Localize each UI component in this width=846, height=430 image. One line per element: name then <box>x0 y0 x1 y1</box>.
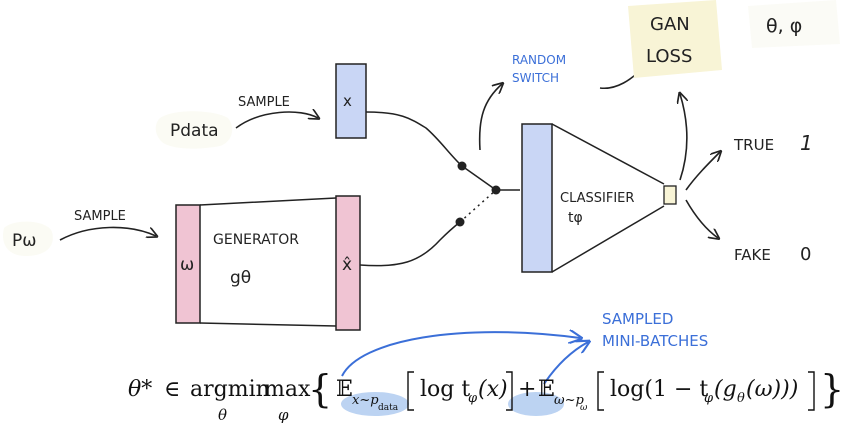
sampled-arrow-data <box>341 332 580 377</box>
sample-top-label: SAMPLE <box>238 95 290 110</box>
fake-label: FAKE <box>734 246 771 264</box>
gan-loss-label-2: LOSS <box>646 46 692 67</box>
params-note <box>748 0 840 48</box>
formula-sub2-omega: ω <box>580 403 588 413</box>
p-data-label: Pdata <box>170 121 219 141</box>
highlight-pomega <box>508 392 564 416</box>
formula-term1-sub: φ <box>468 391 478 406</box>
formula-max: max <box>264 377 311 402</box>
true-value: 1 <box>800 131 813 155</box>
params-label: θ, φ <box>766 15 802 37</box>
switch-arm <box>461 165 497 191</box>
formula-sub1: x~p <box>352 393 379 408</box>
generator-body <box>199 197 337 327</box>
true-label: TRUE <box>733 136 774 154</box>
sample-arrow-top <box>235 112 318 129</box>
p-omega-label: Pω <box>12 231 37 251</box>
random-switch-arrow <box>478 84 502 151</box>
sampled-label-2: MINI-BATCHES <box>602 332 708 350</box>
formula-e1: 𝔼 <box>336 377 353 402</box>
formula-bracket-2-close <box>808 371 815 411</box>
sampled-arrow-omega <box>543 342 588 385</box>
objective-formula: θ* ∈ argmin θ max φ { 𝔼 x~p data log t φ… <box>128 367 844 424</box>
classifier-box <box>521 123 553 273</box>
x-sample-box <box>335 63 367 139</box>
formula-in: ∈ <box>164 377 180 402</box>
x-hat-label: x̂ <box>342 255 352 275</box>
generator-fn: gθ <box>230 268 251 288</box>
formula-term2-sub: φ <box>704 391 714 406</box>
random-switch-label-2: SWITCH <box>512 71 559 85</box>
sample-bottom-label: SAMPLE <box>74 209 126 224</box>
omega-noise-box <box>175 204 201 324</box>
formula-bracket-1-close <box>506 371 513 411</box>
switch-arm-dotted <box>459 189 497 223</box>
highlight-pdata <box>341 392 409 416</box>
x-box-label: x <box>343 92 352 110</box>
classifier-output-node <box>663 185 677 205</box>
formula-max-sub: φ <box>278 406 289 424</box>
formula-term2-sub2: θ <box>737 391 745 406</box>
x-hat-box <box>335 195 361 331</box>
formula-sub2: ω~p <box>554 393 584 408</box>
gan-loss-label-1: GAN <box>650 14 690 35</box>
formula-brace-open: { <box>308 367 332 411</box>
formula-sub1-data: data <box>378 403 399 413</box>
formula-term2: log(1 − t <box>610 377 708 402</box>
formula-brace-close: } <box>820 367 844 411</box>
random-switch-label-1: RANDOM <box>512 53 566 67</box>
formula-theta-star: θ* <box>128 377 152 402</box>
formula-term1-arg: (x) <box>478 377 508 402</box>
p-omega-blob <box>2 221 53 256</box>
formula-e2: 𝔼 <box>538 377 555 402</box>
sample-arrow-bottom <box>59 226 156 241</box>
xhat-to-switch-line <box>359 221 461 267</box>
formula-argmin: argmin <box>190 377 270 402</box>
classifier-body <box>551 123 665 273</box>
formula-bracket-1-open <box>407 371 414 411</box>
generator-label: GENERATOR <box>213 232 299 248</box>
formula-plus: + <box>518 377 536 402</box>
formula-argmin-sub: θ <box>218 406 227 424</box>
fake-arrow <box>685 199 718 238</box>
classifier-fn: tφ <box>568 210 583 226</box>
fake-value: 0 <box>800 244 811 265</box>
p-data-blob <box>155 111 233 149</box>
true-arrow <box>685 152 720 191</box>
formula-bracket-2-open <box>597 371 604 411</box>
formula-term2-end: (ω))) <box>746 377 798 402</box>
classifier-label: CLASSIFIER <box>560 191 634 206</box>
sampled-label-1: SAMPLED <box>602 310 673 328</box>
formula-term1: log t <box>420 377 470 402</box>
output-to-loss-arrow <box>680 94 687 181</box>
omega-box-label: ω <box>180 255 194 275</box>
gan-loss-note <box>628 0 722 78</box>
x-to-switch-line <box>365 111 463 167</box>
formula-term2-mid: (g <box>714 377 737 402</box>
